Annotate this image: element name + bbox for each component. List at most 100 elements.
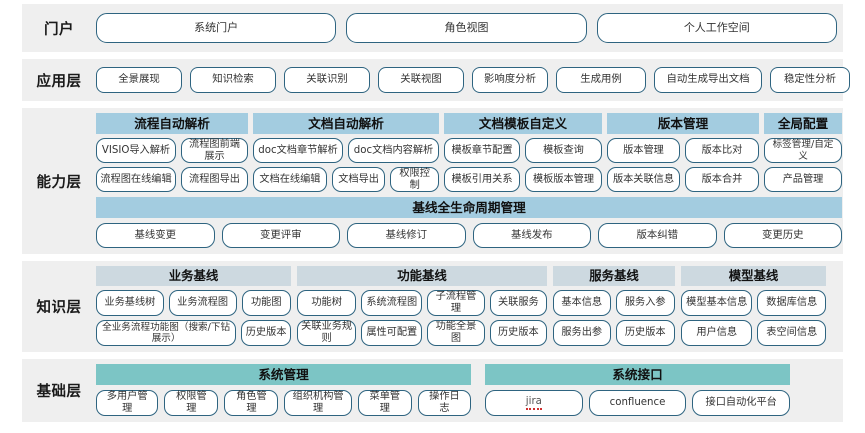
knowledge-group-title: 业务基线	[96, 266, 291, 286]
know-item-model-basic-info[interactable]: 模型基本信息	[681, 290, 753, 316]
knowledge-group-title: 模型基线	[681, 266, 826, 286]
knowledge-group-title: 功能基线	[297, 266, 547, 286]
capability-group-title: 全局配置	[764, 113, 842, 134]
know-item-service-output-params[interactable]: 服务出参	[553, 320, 611, 346]
portal-item-personal-workspace[interactable]: 个人工作空间	[596, 13, 837, 43]
cap-item-visio-import-parse[interactable]: VISIO导入解析	[96, 138, 176, 163]
cap-item-doc-chapter-parse[interactable]: doc文档章节解析	[253, 138, 343, 163]
knowledge-group-model-baseline: 模型基线 模型基本信息 数据库信息 用户信息 表空间信息	[681, 266, 826, 346]
know-item-related-service[interactable]: 关联服务	[489, 290, 547, 316]
layer-row-application: 应用层 全景展现 知识检索 关联识别 关联视图 影响度分析 生成用例 自动生成导…	[22, 59, 850, 101]
cap-item-version-merge[interactable]: 版本合并	[685, 167, 759, 192]
baseline-item-release[interactable]: 基线发布	[472, 223, 591, 248]
know-item-full-business-flow-function-diagram[interactable]: 全业务流程功能图（搜索/下钻展示）	[96, 320, 237, 346]
layer-label-knowledge: 知识层	[36, 300, 82, 316]
base-item-org-structure-mgmt[interactable]: 组织机构管理	[284, 390, 352, 416]
know-item-user-info[interactable]: 用户信息	[681, 320, 753, 346]
layer-label-portal: 门户	[44, 21, 74, 38]
cap-item-permission-control[interactable]: 权限控制	[390, 167, 439, 192]
know-item-function-history-version[interactable]: 历史版本	[489, 320, 547, 346]
capability-group-doc-template: 文档模板自定义 模板章节配置 模板查询 模板引用关系 模板版本管理	[444, 113, 602, 192]
capability-group-version-mgmt: 版本管理 版本管理 版本比对 版本关联信息 版本合并	[607, 113, 759, 192]
cap-item-flowchart-export[interactable]: 流程图导出	[181, 167, 248, 192]
layer-row-portal: 门户 系统门户 角色视图 个人工作空间	[22, 4, 843, 52]
capability-group-title: 版本管理	[607, 113, 759, 134]
foundation-groups: 系统管理 多用户管理 权限管理 角色管理 组织机构管理 菜单管理 操作日志 系统…	[96, 359, 843, 422]
layer-row-capability: 能力层 流程自动解析 VISIO导入解析 流程图前端展示 流程图在线编辑 流程图…	[22, 108, 843, 254]
cap-item-doc-export[interactable]: 文档导出	[331, 167, 386, 192]
know-item-business-baseline-tree[interactable]: 业务基线树	[96, 290, 164, 316]
capability-group-title: 文档模板自定义	[444, 113, 602, 134]
cap-item-tag-mgmt-custom[interactable]: 标签管理/自定义	[764, 138, 842, 163]
knowledge-groups: 业务基线 业务基线树 业务流程图 功能图 全业务流程功能图（搜索/下钻展示） 历…	[96, 261, 843, 352]
cap-item-product-mgmt[interactable]: 产品管理	[764, 167, 842, 192]
cap-item-version-compare[interactable]: 版本比对	[685, 138, 759, 163]
know-item-database-info[interactable]: 数据库信息	[757, 290, 826, 316]
portal-item-role-view[interactable]: 角色视图	[346, 13, 587, 43]
base-item-permission-mgmt[interactable]: 权限管理	[164, 390, 219, 416]
knowledge-group-title: 服务基线	[553, 266, 675, 286]
knowledge-group-service-baseline: 服务基线 基本信息 服务入参 服务出参 历史版本	[553, 266, 675, 346]
cap-item-template-chapter-config[interactable]: 模板章节配置	[444, 138, 520, 163]
app-item-auto-export-doc[interactable]: 自动生成导出文档	[654, 67, 762, 93]
base-item-multi-user-mgmt[interactable]: 多用户管理	[96, 390, 159, 416]
know-item-attribute-configurable[interactable]: 属性可配置	[361, 320, 423, 346]
know-item-service-input-params[interactable]: 服务入参	[615, 290, 675, 316]
knowledge-group-function-baseline: 功能基线 功能树 系统流程图 子流程管理 关联服务 关联业务规则 属性可配置 功…	[297, 266, 547, 346]
base-item-menu-mgmt[interactable]: 菜单管理	[357, 390, 412, 416]
app-item-knowledge-search[interactable]: 知识检索	[190, 67, 276, 93]
baseline-item-version-correction[interactable]: 版本纠错	[598, 223, 717, 248]
base-item-api-automation-platform[interactable]: 接口自动化平台	[692, 390, 791, 416]
capability-groups: 流程自动解析 VISIO导入解析 流程图前端展示 流程图在线编辑 流程图导出	[96, 113, 842, 192]
know-item-history-version[interactable]: 历史版本	[241, 320, 291, 346]
app-item-impact-analysis[interactable]: 影响度分析	[472, 67, 548, 93]
foundation-group-title: 系统接口	[485, 364, 790, 385]
cap-item-template-query[interactable]: 模板查询	[525, 138, 602, 163]
app-item-panorama[interactable]: 全景展现	[96, 67, 182, 93]
foundation-group-system-mgmt: 系统管理 多用户管理 权限管理 角色管理 组织机构管理 菜单管理 操作日志	[96, 364, 472, 416]
capability-group-doc-parsing: 文档自动解析 doc文档章节解析 doc文档内容解析 文档在线编辑 文档导出 权…	[253, 113, 439, 192]
know-item-subprocess-mgmt[interactable]: 子流程管理	[427, 290, 485, 316]
base-item-operation-log[interactable]: 操作日志	[417, 390, 472, 416]
know-item-tablespace-info[interactable]: 表空间信息	[757, 320, 826, 346]
cap-item-template-reference[interactable]: 模板引用关系	[444, 167, 520, 192]
cap-item-flowchart-frontend-display[interactable]: 流程图前端展示	[181, 138, 248, 163]
know-item-service-basic-info[interactable]: 基本信息	[553, 290, 611, 316]
app-item-relation-view[interactable]: 关联视图	[378, 67, 464, 93]
cap-item-flowchart-online-edit[interactable]: 流程图在线编辑	[96, 167, 176, 192]
cap-item-version-relation-info[interactable]: 版本关联信息	[607, 167, 680, 192]
cap-item-version-mgmt[interactable]: 版本管理	[607, 138, 680, 163]
know-item-service-history-version[interactable]: 历史版本	[615, 320, 675, 346]
baseline-item-change-history[interactable]: 变更历史	[723, 223, 842, 248]
layer-label-capability: 能力层	[36, 174, 82, 191]
base-item-confluence[interactable]: confluence	[588, 390, 687, 416]
app-item-stability-analysis[interactable]: 稳定性分析	[770, 67, 850, 93]
baseline-item-change-review[interactable]: 变更评审	[221, 223, 340, 248]
know-item-function-diagram[interactable]: 功能图	[241, 290, 291, 316]
layer-row-knowledge: 知识层 业务基线 业务基线树 业务流程图 功能图 全业务流程功能图（搜索/下钻展…	[22, 261, 843, 352]
app-item-relation-recognition[interactable]: 关联识别	[284, 67, 370, 93]
layer-label-foundation: 基础层	[36, 384, 82, 400]
baseline-item-change[interactable]: 基线变更	[96, 223, 215, 248]
know-item-related-business-rule[interactable]: 关联业务规则	[297, 320, 357, 346]
baseline-lifecycle-title: 基线全生命周期管理	[96, 197, 842, 218]
base-item-role-mgmt[interactable]: 角色管理	[224, 390, 279, 416]
know-item-system-flowchart[interactable]: 系统流程图	[361, 290, 423, 316]
portal-item-system-portal[interactable]: 系统门户	[96, 13, 337, 43]
cap-item-doc-content-parse[interactable]: doc文档内容解析	[348, 138, 439, 163]
app-item-generate-testcase[interactable]: 生成用例	[556, 67, 646, 93]
cap-item-doc-online-edit[interactable]: 文档在线编辑	[253, 167, 327, 192]
know-item-function-panorama[interactable]: 功能全景图	[427, 320, 485, 346]
foundation-group-title: 系统管理	[96, 364, 471, 385]
know-item-business-flowchart[interactable]: 业务流程图	[168, 290, 237, 316]
knowledge-group-business-baseline: 业务基线 业务基线树 业务流程图 功能图 全业务流程功能图（搜索/下钻展示） 历…	[96, 266, 291, 346]
capability-group-title: 文档自动解析	[253, 113, 439, 134]
baseline-item-revision[interactable]: 基线修订	[347, 223, 466, 248]
capability-group-global-config: 全局配置 标签管理/自定义 产品管理	[764, 113, 842, 192]
baseline-lifecycle-block: 基线全生命周期管理 基线变更 变更评审 基线修订 基线发布 版本纠错 变更历史	[96, 197, 842, 248]
base-item-jira[interactable]: jira	[485, 390, 583, 416]
foundation-group-system-interface: 系统接口 jira confluence 接口自动化平台	[485, 364, 791, 416]
know-item-function-tree[interactable]: 功能树	[297, 290, 357, 316]
cap-item-template-version-mgmt[interactable]: 模板版本管理	[525, 167, 602, 192]
